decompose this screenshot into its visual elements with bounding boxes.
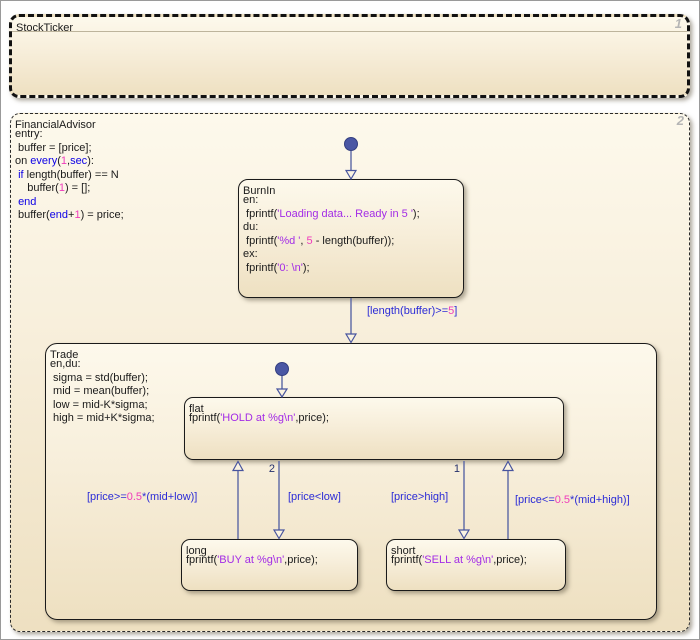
transition-label-long-to-flat[interactable]: [price>=0.5*(mid+low)]	[87, 491, 198, 503]
state-flat[interactable]: flat fprintf('HOLD at %g\n',price);	[184, 397, 564, 460]
state-short-name: short	[391, 545, 416, 557]
state-short[interactable]: short fprintf('SELL at %g\n',price);	[386, 539, 566, 591]
state-flat-header: flat	[185, 398, 563, 415]
state-stockticker-order-number: 1	[674, 16, 682, 31]
state-financialadvisor-order-number: 2	[676, 113, 684, 128]
state-short-header: short	[387, 540, 565, 557]
state-long-header: long	[182, 540, 357, 557]
state-stockticker[interactable]: StockTicker 1	[9, 14, 690, 98]
state-long-code: fprintf('BUY at %g\n',price);	[186, 554, 318, 566]
state-financialadvisor-header: FinancialAdvisor 2	[11, 113, 689, 131]
state-long-name: long	[186, 545, 207, 557]
state-long[interactable]: long fprintf('BUY at %g\n',price);	[181, 539, 358, 591]
state-trade-header: Trade	[46, 344, 656, 361]
state-trade-code: en,du: sigma = std(buffer); mid = mean(b…	[50, 358, 155, 424]
transition-priority-flat-to-short: 1	[453, 463, 460, 475]
transition-label-flat-to-short[interactable]: [price>high]	[391, 491, 449, 503]
state-burnin[interactable]: BurnIn en: fprintf('Loading data... Read…	[238, 179, 464, 298]
transition-priority-flat-to-long: 2	[268, 463, 275, 475]
transition-label-short-to-flat[interactable]: [price<=0.5*(mid+high)]	[515, 494, 630, 506]
state-stockticker-name: StockTicker	[16, 22, 74, 34]
state-stockticker-header: StockTicker 1	[12, 16, 687, 34]
state-burnin-header: BurnIn	[239, 180, 463, 197]
state-burnin-name: BurnIn	[243, 185, 276, 197]
state-short-code: fprintf('SELL at %g\n',price);	[391, 554, 527, 566]
state-flat-code: fprintf('HOLD at %g\n',price);	[189, 412, 329, 424]
state-flat-name: flat	[189, 403, 204, 415]
state-financialadvisor-code: entry: buffer = [price];on every(1,sec):…	[15, 128, 124, 221]
state-burnin-code: en: fprintf('Loading data... Ready in 5 …	[243, 194, 420, 274]
transition-label-flat-to-long[interactable]: [price<low]	[288, 491, 341, 503]
state-financialadvisor-name: FinancialAdvisor	[15, 119, 96, 131]
state-trade-name: Trade	[50, 349, 79, 361]
transition-label-burnin-to-trade[interactable]: [length(buffer)>=5]	[367, 305, 458, 317]
